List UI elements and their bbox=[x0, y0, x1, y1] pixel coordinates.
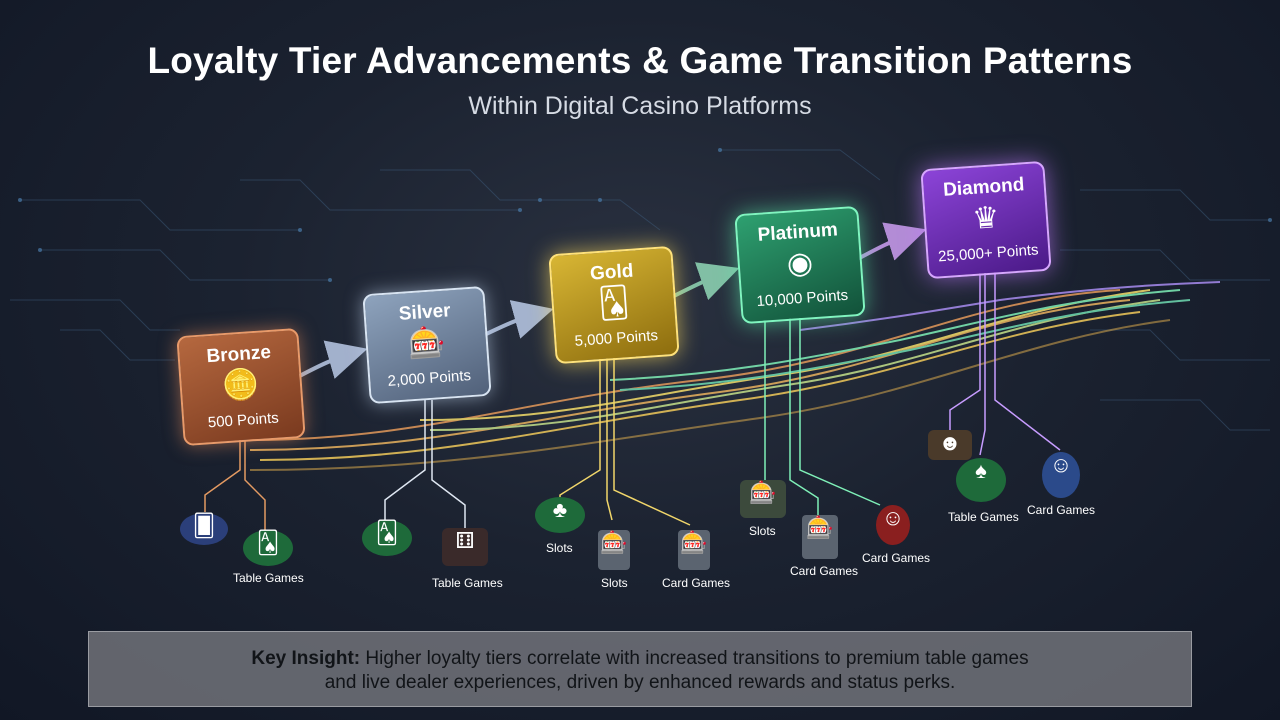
tier-points: 500 Points bbox=[207, 409, 280, 432]
game-label: Card Games bbox=[790, 564, 859, 578]
tier-points: 10,000 Points bbox=[755, 286, 849, 311]
page-title: Loyalty Tier Advancements & Game Transit… bbox=[147, 40, 1133, 81]
key-insight-line2: and live dealer experiences, driven by e… bbox=[324, 672, 956, 693]
slot-reels-icon: 🎰 bbox=[740, 480, 786, 518]
tier-points: 2,000 Points bbox=[387, 367, 472, 390]
game-label: Card Games bbox=[662, 576, 731, 590]
tier-card-diamond: Diamond ♛ 25,000+ Points bbox=[920, 160, 1052, 280]
key-insight-label: Key Insight: bbox=[251, 648, 361, 669]
game-label: Table Games bbox=[432, 576, 503, 590]
game-label: Card Games bbox=[1027, 503, 1096, 517]
game-label: Slots bbox=[749, 524, 776, 538]
card-table-icon: 🂡 bbox=[243, 530, 293, 566]
live-dealer-table-icon: ♠ bbox=[956, 458, 1006, 502]
game-label: Card Games bbox=[862, 551, 931, 565]
game-label: Slots bbox=[546, 541, 573, 555]
tier-points: 25,000+ Points bbox=[937, 241, 1040, 266]
tier-card-gold: Gold 🂡 5,000 Points bbox=[548, 245, 680, 365]
arrow-silver-gold bbox=[477, 300, 554, 340]
dice-icon: ⚅ bbox=[442, 528, 488, 566]
crown-icon: ♛ bbox=[971, 201, 1001, 236]
slot-machine-icon: 🎰 bbox=[598, 530, 630, 570]
key-insight-line1: Higher loyalty tiers correlate with incr… bbox=[365, 648, 1029, 669]
players-group-icon: ☻ bbox=[928, 430, 972, 460]
slot-machine-icon: 🎰 bbox=[678, 530, 710, 570]
tier-card-bronze: Bronze 🪙 500 Points bbox=[176, 327, 306, 447]
dealer-avatar-icon: ☺ bbox=[1042, 452, 1080, 498]
game-label: Slots bbox=[601, 576, 628, 590]
game-label: Table Games bbox=[233, 571, 304, 585]
dealer-avatar-icon: ☺ bbox=[876, 505, 910, 545]
tier-points: 5,000 Points bbox=[574, 327, 659, 350]
transition-flows bbox=[249, 281, 1221, 471]
slot-machine-icon: 🎰 bbox=[802, 515, 838, 559]
arrow-bronze-silver bbox=[291, 340, 368, 382]
game-label: Table Games bbox=[948, 510, 1019, 524]
chip-stack-icon: 🪙 bbox=[221, 367, 261, 404]
dealer-table-icon: ♣ bbox=[535, 497, 585, 533]
playing-cards-icon: 🂡 bbox=[597, 285, 631, 322]
key-insight-box: Key Insight: Higher loyalty tiers correl… bbox=[88, 631, 1192, 707]
card-table-icon: 🂡 bbox=[362, 520, 412, 556]
tier-card-platinum: Platinum ◉ 10,000 Points bbox=[734, 205, 866, 325]
page-subtitle: Within Digital Casino Platforms bbox=[468, 92, 812, 120]
tier-card-silver: Silver 🎰 2,000 Points bbox=[362, 285, 492, 405]
roulette-icon: ◉ bbox=[785, 246, 815, 281]
card-table-icon: 🂠 bbox=[180, 513, 228, 545]
slot-reels-icon: 🎰 bbox=[407, 325, 447, 362]
circuit-traces bbox=[10, 149, 1270, 431]
